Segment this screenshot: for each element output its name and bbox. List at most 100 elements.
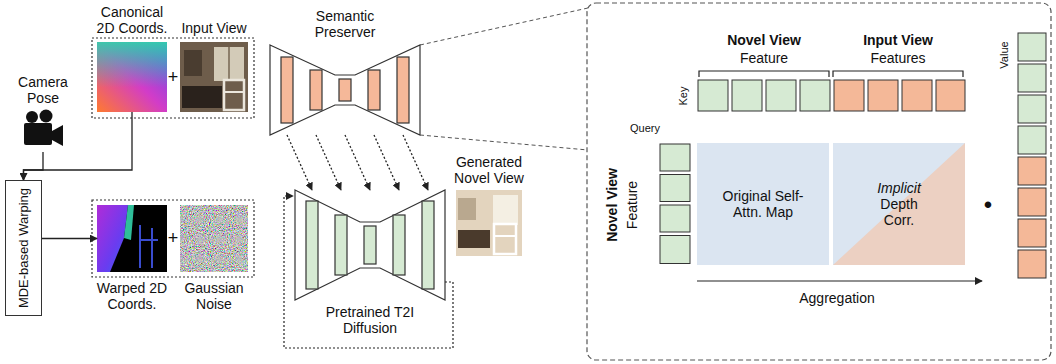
text-label: Feature (740, 50, 788, 66)
figure-shape (800, 80, 830, 111)
figure-shape (1018, 126, 1046, 154)
node-label: Implicit (864, 180, 934, 196)
figure-shape (834, 80, 864, 111)
image-tile: Gaussian Noise (180, 205, 248, 272)
figure-shape (1018, 33, 1046, 61)
figure-shape (295, 190, 445, 300)
text-label: + (168, 67, 179, 87)
figure-shape (281, 57, 293, 123)
figure-shape (732, 80, 762, 111)
diffusion-unet (295, 190, 445, 300)
flow-arrow (42, 238, 97, 239)
text-label: Query (630, 122, 660, 135)
canonical-coords-image (97, 42, 167, 112)
text-label: Key (677, 87, 690, 106)
figure-shape (364, 226, 376, 264)
node-label: Semantic Preserver (299, 8, 391, 40)
input-view-photo (180, 42, 248, 112)
figure-shape (224, 91, 244, 93)
figure-shape (1018, 250, 1046, 278)
text-label: + (168, 228, 179, 248)
figure-shape (833, 71, 963, 77)
process-box: MDE-based Warping (5, 180, 42, 316)
feature-brackets (699, 71, 963, 77)
figure-shape (184, 50, 202, 76)
skip-connection (287, 135, 312, 190)
node-label: Pretrained T2I Diffusion (310, 304, 430, 336)
camera-node: Camera Pose (22, 110, 64, 152)
figure-shape (766, 80, 796, 111)
figure-shape (493, 195, 518, 225)
image-tile: Generated Novel View (456, 190, 522, 256)
text-label: Novel View (604, 168, 620, 242)
figure-shape (151, 228, 153, 268)
figure-shape (458, 230, 490, 248)
flow-arrow (24, 152, 44, 180)
unet-block: Pretrained T2I Diffusion (295, 190, 445, 300)
figure-shape (397, 57, 409, 123)
image-tile: Canonical 2D Coords. (97, 42, 167, 112)
figure-shape (422, 201, 434, 289)
image-tile: Warped 2D Coords. (97, 205, 167, 272)
figure-shape (699, 71, 829, 77)
figure-shape (124, 205, 134, 240)
figure-shape (494, 224, 516, 254)
figure-shape (97, 42, 167, 112)
figure-shape (139, 225, 141, 268)
figure-shape (180, 42, 248, 112)
figure-shape (393, 215, 405, 275)
skip-connection (316, 135, 341, 190)
figure-shape (1018, 95, 1046, 123)
node-label: Camera Pose (11, 74, 75, 106)
text-label: Novel View (727, 32, 801, 48)
camera-icon (24, 110, 63, 147)
key-row (698, 80, 965, 111)
text-label: Features (870, 50, 925, 66)
figure-shape (833, 143, 965, 265)
text-label: • (984, 192, 992, 218)
figure-shape (97, 205, 128, 272)
node-label: Original Self-Attn. Map (716, 188, 811, 220)
figure-shape (335, 215, 347, 275)
aggregation-arrow (697, 280, 982, 281)
image-tile: Input View (180, 42, 248, 112)
figure-shape (140, 239, 158, 241)
figure-shape (902, 80, 932, 111)
figure-shape (456, 190, 522, 256)
figure-shape (698, 80, 728, 111)
warped-coords-image (97, 205, 167, 272)
node-label: Depth Corr. (864, 196, 934, 228)
node-label: Warped 2D Coords. (94, 280, 170, 312)
gaussian-noise-image (180, 205, 248, 272)
figure-shape (214, 47, 244, 81)
unet-block: Semantic Preserver (270, 45, 420, 135)
text-label: Feature (624, 181, 640, 229)
attention-region: Original Self-Attn. Map (697, 143, 829, 265)
node-label: Input View (172, 20, 256, 36)
figure-shape (24, 123, 52, 145)
text-label: Value (998, 41, 1011, 68)
node-label: Canonical 2D Coords. (92, 4, 172, 36)
input-group-frame (92, 38, 254, 118)
figure-shape (52, 125, 63, 146)
value-column (1018, 33, 1046, 278)
figure-shape (26, 111, 38, 123)
noise-group-frame (92, 200, 254, 277)
zoom-line (420, 8, 588, 45)
node-label: Generated Novel View (449, 154, 529, 186)
figure-shape (936, 80, 965, 111)
flow-arrow (24, 112, 133, 180)
figure-shape (660, 236, 690, 264)
figure-shape (270, 45, 420, 135)
node-label: MDE-based Warping (16, 188, 32, 308)
figure-shape (40, 110, 53, 123)
text-label: Input View (863, 32, 933, 48)
attention-region: ImplicitDepth Corr. (833, 143, 965, 265)
figure-shape (339, 79, 351, 101)
denoising-loop (284, 196, 453, 348)
figure-shape (1018, 157, 1046, 185)
figure-shape (660, 144, 690, 171)
figure-shape (224, 80, 244, 110)
zoom-line (420, 135, 588, 150)
semantic-preserver-unet (270, 45, 420, 135)
